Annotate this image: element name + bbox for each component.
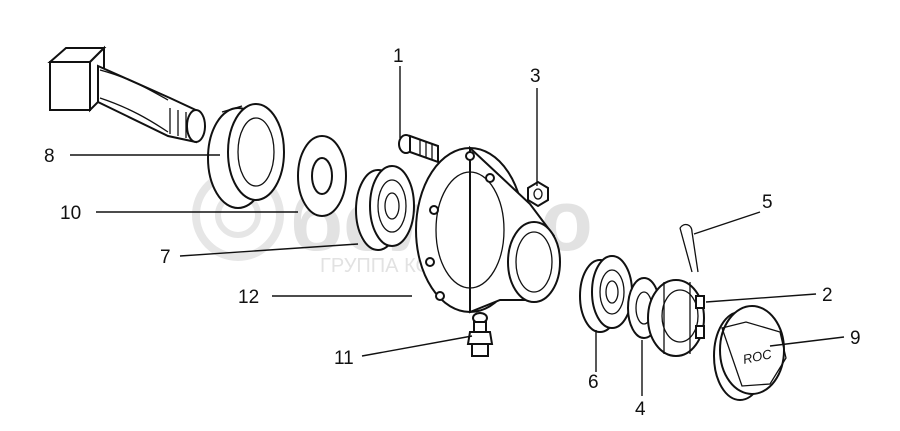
part-7-inner-bearing [355, 165, 415, 251]
callout-7: 7 [160, 247, 171, 268]
callout-3: 3 [530, 66, 541, 87]
callout-9: 9 [850, 328, 861, 349]
part-10-washer [297, 135, 347, 217]
part-8-seal-ring [207, 103, 285, 209]
cap-marking: ROC [742, 346, 774, 367]
part-3-nut [527, 180, 549, 208]
part-12-hub [415, 145, 561, 314]
part-6-outer-bearing [579, 255, 633, 333]
callout-2: 2 [822, 285, 833, 306]
part-11-grease-nipple [466, 312, 494, 357]
callout-10: 10 [60, 203, 81, 224]
stub-axle [47, 45, 206, 144]
callout-4: 4 [635, 399, 646, 420]
part-9-hub-cap: ROC [713, 305, 787, 401]
callout-11: 11 [334, 348, 354, 369]
callout-8: 8 [44, 146, 55, 167]
callout-1: 1 [393, 46, 404, 67]
part-2-castle-nut [647, 279, 705, 357]
callout-6: 6 [588, 372, 599, 393]
callout-12: 12 [238, 287, 259, 308]
callout-5: 5 [762, 192, 773, 213]
part-1-bolt [398, 134, 439, 164]
part-5-cotter-pin [679, 223, 699, 273]
leader-lines [70, 66, 845, 396]
